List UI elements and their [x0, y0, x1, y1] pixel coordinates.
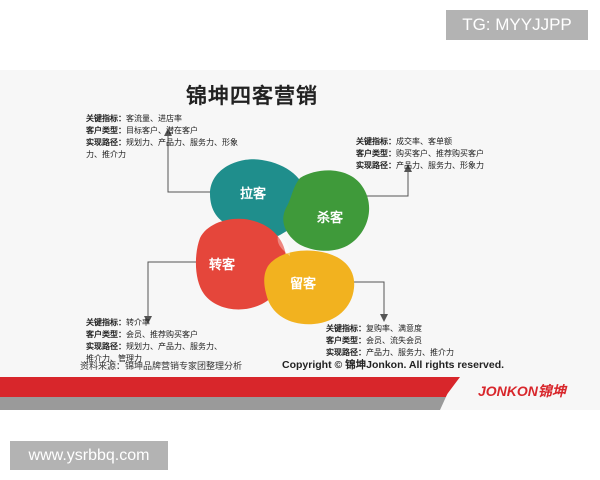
note-zhuan-key2: 客户类型： [86, 330, 126, 339]
note-zhuan-cont3: 推介力、管理力 [86, 354, 142, 363]
connector-lines [147, 132, 409, 320]
note-liu-val2: 会员、流失会员 [366, 336, 422, 345]
stripe-gray [0, 397, 470, 410]
note-zhuan: 关键指标：转介率 客户类型：会员、推荐购买客户 实现路径：规划力、产品力、服务力… [86, 317, 222, 365]
note-liu-key1: 关键指标： [326, 324, 366, 333]
note-lake: 关键指标：客流量、进店率 客户类型：目标客户、潜在客户 实现路径：规划力、产品力… [86, 113, 238, 161]
connector-lake [167, 132, 212, 193]
note-sha-key1: 关键指标： [356, 137, 396, 146]
note-liu-val1: 复购率、满意度 [366, 324, 422, 333]
note-lake-val3: 规划力、产品力、服务力、形象 [126, 138, 238, 147]
petal-label-lake: 拉客 [240, 187, 267, 202]
petal-label-liu: 留客 [290, 277, 317, 292]
note-zhuan-val1: 转介率 [126, 318, 150, 327]
diagram-title: 锦坤四客营销 [186, 84, 318, 108]
note-lake-key3: 实现路径： [86, 138, 126, 147]
watermark-url: www.ysrbbq.com [10, 441, 168, 470]
petal-zhuan [195, 218, 287, 310]
source-note: 资料来源：锦坤品牌营销专家团整理分析 [80, 362, 243, 372]
arrow-sha [404, 164, 412, 172]
note-zhuan-val2: 会员、推荐购买客户 [126, 330, 198, 339]
connector-zhuan [147, 261, 196, 320]
arrow-lake [164, 128, 172, 136]
stripe-red [0, 377, 470, 397]
diagram-card: 锦坤四客营销 关键指标：客流量、进店率 客户类型：目标客户、潜在客户 实现路径：… [0, 70, 600, 410]
arrow-zhuan [144, 316, 152, 324]
stripe-cut-red [425, 377, 460, 397]
brand-logo: JONKON锦坤 [478, 383, 566, 399]
note-zhuan-val3: 规划力、产品力、服务力、 [126, 342, 222, 351]
note-liu-key3: 实现路径： [326, 348, 366, 357]
diagram-graphics [0, 128, 470, 410]
note-liu: 关键指标：复购率、满意度 客户类型：会员、流失会员 实现路径：产品力、服务力、推… [326, 323, 454, 359]
note-lake-key1: 关键指标： [86, 114, 126, 123]
copyright-text: Copyright © 锦坤Jonkon. All rights reserve… [282, 359, 505, 371]
note-zhuan-key3: 实现路径： [86, 342, 126, 351]
connector-sha [360, 168, 409, 197]
note-sha-val2: 购买客户、推荐购买客户 [396, 149, 484, 158]
overlap-highlight [277, 236, 290, 256]
note-sha-key3: 实现路径： [356, 161, 396, 170]
note-liu-val3: 产品力、服务力、推介力 [366, 348, 454, 357]
note-sha: 关键指标：成交率、客单额 客户类型：购买客户、推荐购买客户 实现路径：产品力、服… [356, 136, 484, 172]
note-sha-val1: 成交率、客单额 [396, 137, 452, 146]
note-lake-val2: 目标客户、潜在客户 [126, 126, 198, 135]
connector-liu [346, 281, 385, 318]
note-sha-val3: 产品力、服务力、形象力 [396, 161, 484, 170]
note-sha-key2: 客户类型： [356, 149, 396, 158]
note-lake-cont3: 力、推介力 [86, 150, 126, 159]
petal-lake [210, 159, 307, 236]
petal-liu [264, 250, 355, 325]
petal-label-sha: 杀客 [317, 211, 344, 226]
stripe-cut [440, 377, 470, 410]
petal-sha [283, 170, 370, 251]
note-liu-key2: 客户类型： [326, 336, 366, 345]
note-lake-val1: 客流量、进店率 [126, 114, 182, 123]
note-zhuan-key1: 关键指标： [86, 318, 126, 327]
watermark-telegram: TG: MYYJJPP [446, 10, 588, 40]
arrow-liu [380, 314, 388, 322]
connector-arrows [144, 128, 412, 324]
note-lake-key2: 客户类型： [86, 126, 126, 135]
petal-label-zhuan: 转客 [209, 258, 236, 273]
